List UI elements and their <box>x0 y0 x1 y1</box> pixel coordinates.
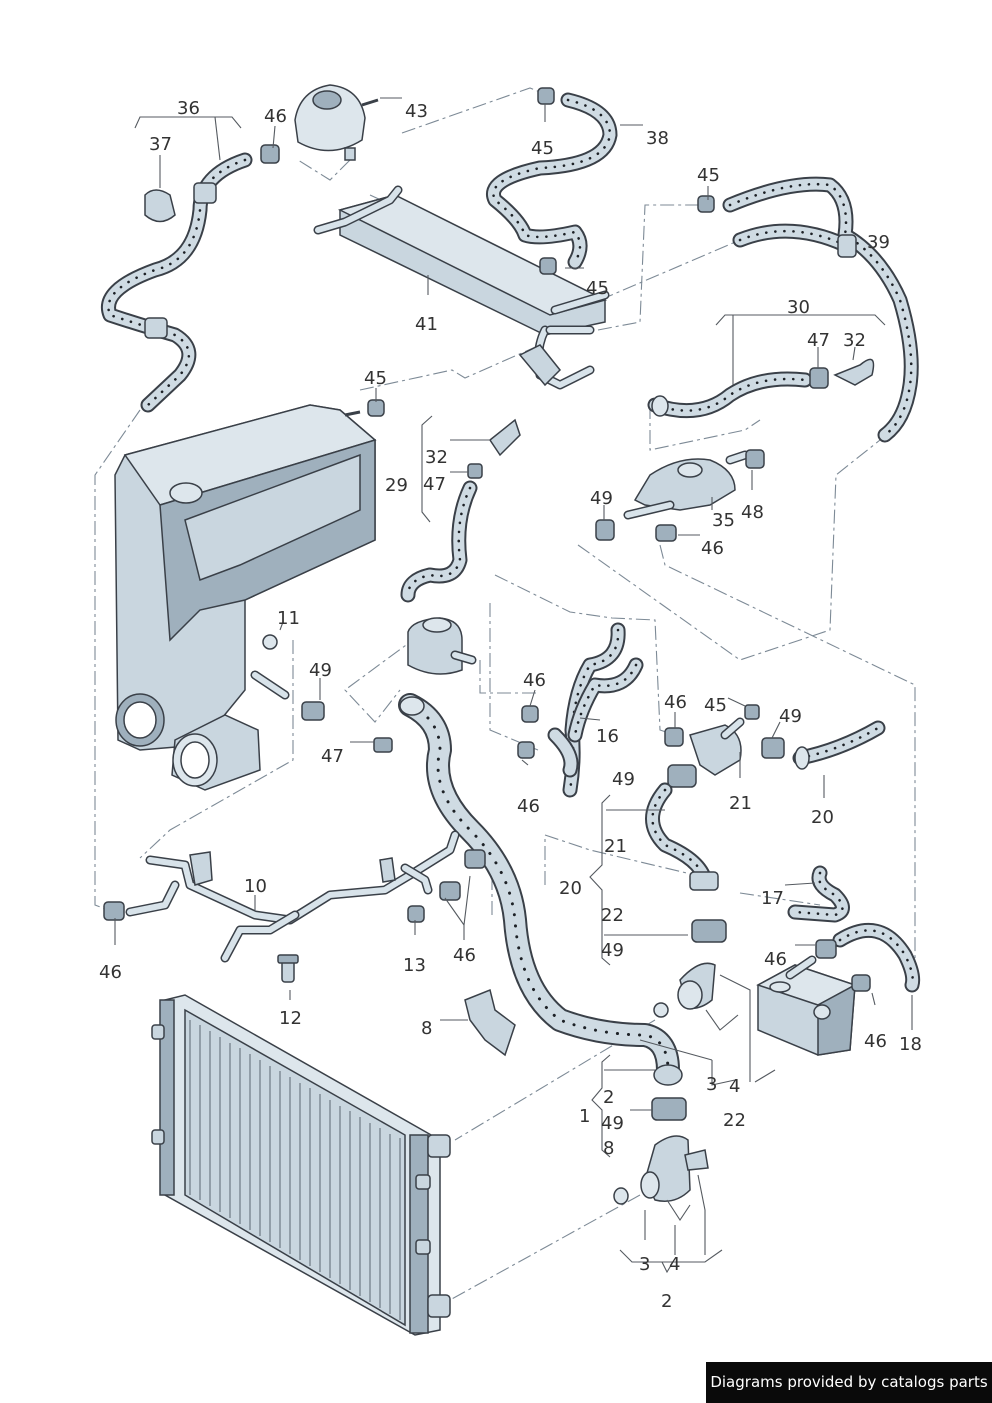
thermostat-housing-35 <box>623 450 750 520</box>
coolant-reservoir-16 <box>407 617 477 675</box>
label-49: 49 <box>601 1113 624 1134</box>
engine-block <box>114 404 377 791</box>
label-46: 46 <box>264 106 287 127</box>
label-36: 36 <box>177 98 200 119</box>
label-45: 45 <box>697 165 720 186</box>
label-37: 37 <box>149 134 172 155</box>
label-20: 20 <box>811 807 834 828</box>
hose-16 <box>547 622 644 798</box>
clamps <box>103 87 875 1222</box>
connector-2 <box>640 1135 709 1202</box>
label-45: 45 <box>586 278 609 299</box>
label-49: 49 <box>601 940 624 961</box>
label-35: 35 <box>712 510 735 531</box>
radiator <box>151 994 451 1336</box>
label-49: 49 <box>590 488 613 509</box>
label-1: 1 <box>579 1106 590 1127</box>
label-43: 43 <box>405 101 428 122</box>
label-22: 22 <box>723 1110 746 1131</box>
coolant-pipe-10 <box>125 830 460 963</box>
label-22: 22 <box>601 905 624 926</box>
label-41: 41 <box>415 314 438 335</box>
label-46: 46 <box>453 945 476 966</box>
label-46: 46 <box>664 692 687 713</box>
label-2: 2 <box>603 1087 614 1108</box>
hose-18 <box>832 922 921 993</box>
label-49: 49 <box>779 706 802 727</box>
coolant-pipe-41 <box>313 185 610 390</box>
hose-30 <box>647 371 813 419</box>
label-38: 38 <box>646 128 669 149</box>
label-47: 47 <box>321 746 344 767</box>
label-47: 47 <box>423 474 446 495</box>
holder-8 <box>464 988 516 1057</box>
label-4: 4 <box>729 1076 740 1097</box>
label-39: 39 <box>867 232 890 253</box>
label-29: 29 <box>385 475 408 496</box>
hose-39 <box>722 176 919 443</box>
label-46: 46 <box>764 949 787 970</box>
label-45: 45 <box>531 138 554 159</box>
label-32: 32 <box>425 447 448 468</box>
label-18: 18 <box>899 1034 922 1055</box>
label-3: 3 <box>639 1254 650 1275</box>
label-46: 46 <box>99 962 122 983</box>
label-21: 21 <box>604 836 627 857</box>
label-46: 46 <box>864 1031 887 1052</box>
label-21: 21 <box>729 793 752 814</box>
label-46: 46 <box>701 538 724 559</box>
label-45: 45 <box>364 368 387 389</box>
label-32: 32 <box>843 330 866 351</box>
hose-36 <box>101 152 253 413</box>
hose-20 <box>792 720 886 770</box>
label-30: 30 <box>787 297 810 318</box>
part-labels: 36 46 43 38 37 45 45 39 45 41 30 47 32 4… <box>99 98 922 1312</box>
label-2: 2 <box>661 1291 672 1312</box>
label-12: 12 <box>279 1008 302 1029</box>
label-4: 4 <box>669 1254 680 1275</box>
label-3: 3 <box>706 1074 717 1095</box>
clamp-37 <box>144 189 176 223</box>
hose-29 <box>400 480 478 603</box>
label-17: 17 <box>761 888 784 909</box>
connector-21 <box>689 717 745 776</box>
hose-38 <box>486 92 618 270</box>
hose-1 <box>398 693 683 1086</box>
connector-22 <box>677 962 716 1010</box>
label-8: 8 <box>421 1018 432 1039</box>
expansion-tank <box>294 84 379 161</box>
label-16: 16 <box>596 726 619 747</box>
oil-cooler-46 <box>756 955 857 1056</box>
hose-17 <box>787 865 850 923</box>
label-49: 49 <box>309 660 332 681</box>
label-46: 46 <box>517 796 540 817</box>
label-10: 10 <box>244 876 267 897</box>
label-47: 47 <box>807 330 830 351</box>
label-13: 13 <box>403 955 426 976</box>
label-45: 45 <box>704 695 727 716</box>
label-8: 8 <box>603 1138 614 1159</box>
footer-credit: Diagrams provided by catalogs parts <box>706 1362 992 1403</box>
label-46: 46 <box>523 670 546 691</box>
label-11: 11 <box>277 608 300 629</box>
hose-21 <box>645 782 719 891</box>
label-49: 49 <box>612 769 635 790</box>
leader-lines <box>114 97 913 1274</box>
label-48: 48 <box>741 502 764 523</box>
label-20: 20 <box>559 878 582 899</box>
